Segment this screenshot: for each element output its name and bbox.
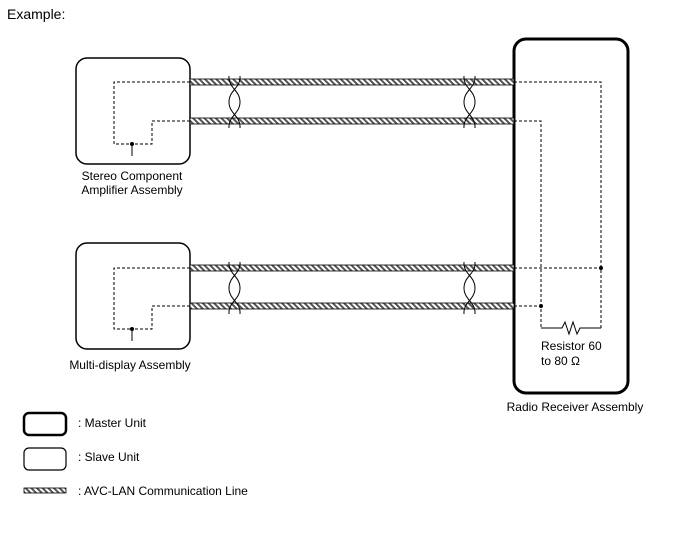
stereo-amplifier-label-line2: Amplifier Assembly — [81, 183, 182, 197]
radio-receiver-internal-wiring — [514, 81, 602, 328]
twist-symbol-2b — [463, 75, 476, 129]
avc-lan-lines — [189, 78, 515, 310]
legend-master-label: : Master Unit — [78, 416, 147, 430]
avc-lan-line-multi-upper — [189, 264, 515, 272]
twisted-pair-symbols — [228, 75, 476, 315]
legend-line-label: : AVC-LAN Communication Line — [78, 484, 248, 498]
stereo-amplifier-label-line1: Stereo Component — [82, 169, 183, 183]
multi-display-box — [75, 242, 191, 350]
legend-master-swatch — [22, 411, 68, 437]
stereo-amplifier-box — [75, 57, 191, 165]
radio-receiver-box — [512, 37, 630, 395]
twist-symbol-4b — [463, 261, 476, 315]
resistor-label-line1: Resistor 60 — [541, 339, 602, 353]
twist-symbol-3 — [228, 261, 241, 315]
legend-line-swatch — [23, 487, 67, 494]
multi-display-internal-wiring — [113, 267, 190, 330]
diagram-title: Example: — [7, 6, 65, 22]
radio-receiver-junction-lower — [539, 304, 543, 308]
multi-display-label: Multi-display Assembly — [69, 358, 190, 372]
radio-receiver-junction-upper — [599, 266, 603, 270]
twist-symbol-4 — [463, 261, 476, 315]
resistor-symbol — [541, 320, 601, 336]
stereo-amplifier-internal-wiring — [113, 81, 190, 145]
twist-symbol-1b — [228, 75, 241, 129]
legend-slave-swatch — [23, 447, 67, 471]
legend-slave-label: : Slave Unit — [78, 450, 140, 464]
avc-lan-line-stereo-upper — [189, 78, 515, 86]
avc-lan-line-stereo-lower — [189, 117, 515, 125]
radio-receiver-label: Radio Receiver Assembly — [507, 400, 644, 414]
twist-symbol-1 — [228, 75, 241, 129]
avc-lan-line-multi-lower — [189, 302, 515, 310]
resistor-label-line2: to 80 Ω — [541, 354, 580, 368]
twist-symbol-3b — [228, 261, 241, 315]
twist-symbol-2 — [463, 75, 476, 129]
